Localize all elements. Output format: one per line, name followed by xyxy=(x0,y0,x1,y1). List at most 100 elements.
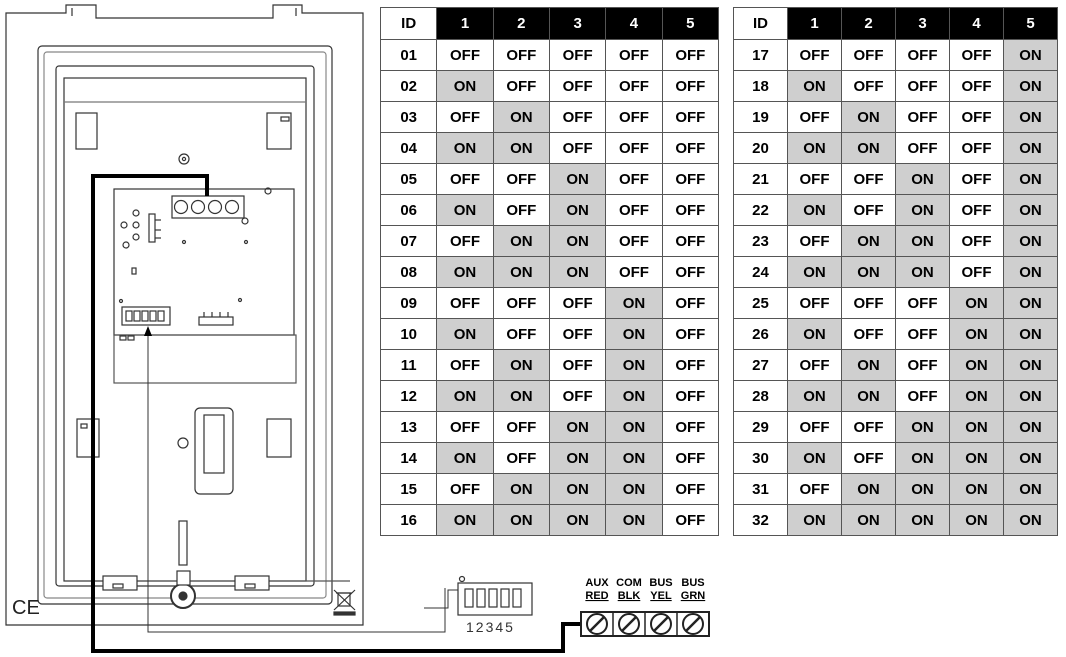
id-cell: 26 xyxy=(733,318,788,350)
switch-1-cell: ON xyxy=(436,70,494,102)
header-switch-4: 4 xyxy=(949,7,1004,40)
switch-1-cell: OFF xyxy=(436,287,494,319)
switch-4-cell: ON xyxy=(605,411,663,443)
switch-2-cell: ON xyxy=(492,504,550,536)
header-switch-2: 2 xyxy=(492,7,550,40)
switch-1-cell: ON xyxy=(436,194,494,226)
switch-1-cell: OFF xyxy=(436,349,494,381)
switch-3-cell: ON xyxy=(548,411,607,443)
id-cell: 04 xyxy=(379,132,438,164)
bottom-clip xyxy=(102,575,138,591)
id-cell: 15 xyxy=(379,473,438,505)
switch-5-cell: OFF xyxy=(661,504,720,536)
switch-3-cell: OFF xyxy=(548,132,607,164)
switch-2-cell: OFF xyxy=(841,442,896,474)
switch-5-cell: ON xyxy=(1003,473,1058,505)
switch-2-cell: ON xyxy=(841,473,896,505)
switch-3-cell: OFF xyxy=(895,39,950,71)
switch-5-cell: ON xyxy=(1003,132,1058,164)
id-cell: 24 xyxy=(733,256,788,288)
id-cell: 27 xyxy=(733,349,788,381)
switch-1-cell: OFF xyxy=(436,39,494,71)
switch-1-cell: ON xyxy=(787,194,842,226)
switch-4-cell: ON xyxy=(605,349,663,381)
switch-3-cell: ON xyxy=(895,163,950,195)
switch-3-cell: ON xyxy=(895,225,950,257)
lens-window xyxy=(194,407,234,495)
id-cell: 13 xyxy=(379,411,438,443)
switch-5-cell: OFF xyxy=(661,39,720,71)
switch-5-cell: OFF xyxy=(661,318,720,350)
id-cell: 31 xyxy=(733,473,788,505)
switch-3-cell: ON xyxy=(895,473,950,505)
switch-4-cell: OFF xyxy=(949,225,1004,257)
switch-5-cell: OFF xyxy=(661,442,720,474)
switch-4-cell: ON xyxy=(949,411,1004,443)
switch-1-cell: ON xyxy=(787,318,842,350)
switch-4-cell: ON xyxy=(605,473,663,505)
switch-4-cell: ON xyxy=(949,442,1004,474)
switch-3-cell: OFF xyxy=(548,70,607,102)
switch-1-cell: OFF xyxy=(787,287,842,319)
switch-4-cell: OFF xyxy=(949,39,1004,71)
switch-4-cell: ON xyxy=(605,287,663,319)
mount-tab xyxy=(76,418,100,458)
switch-1-cell: OFF xyxy=(436,225,494,257)
switch-2-cell: ON xyxy=(841,504,896,536)
switch-3-cell: ON xyxy=(548,194,607,226)
switch-3-cell: OFF xyxy=(895,132,950,164)
mount-tab xyxy=(266,418,292,458)
switch-4-cell: ON xyxy=(949,504,1004,536)
header-switch-1: 1 xyxy=(436,7,494,40)
switch-1-cell: OFF xyxy=(436,473,494,505)
id-cell: 11 xyxy=(379,349,438,381)
switch-1-cell: ON xyxy=(436,132,494,164)
switch-5-cell: OFF xyxy=(661,70,720,102)
switch-2-cell: ON xyxy=(492,473,550,505)
switch-2-cell: ON xyxy=(492,380,550,412)
id-cell: 28 xyxy=(733,380,788,412)
switch-5-cell: OFF xyxy=(661,225,720,257)
dip-callout-line xyxy=(147,334,446,633)
mount-tab xyxy=(266,112,292,150)
switch-3-cell: OFF xyxy=(548,39,607,71)
switch-1-cell: ON xyxy=(787,442,842,474)
switch-5-cell: ON xyxy=(1003,194,1058,226)
switch-5-cell: ON xyxy=(1003,411,1058,443)
switch-2-cell: OFF xyxy=(841,39,896,71)
switch-4-cell: OFF xyxy=(949,101,1004,133)
switch-1-cell: OFF xyxy=(787,39,842,71)
dip-switch-detail xyxy=(457,575,533,616)
id-cell: 08 xyxy=(379,256,438,288)
switch-4-cell: OFF xyxy=(605,70,663,102)
switch-2-cell: OFF xyxy=(841,70,896,102)
bottom-clip xyxy=(234,575,270,591)
switch-3-cell: OFF xyxy=(548,349,607,381)
switch-1-cell: ON xyxy=(787,504,842,536)
terminal-label-bottom: YEL xyxy=(650,590,672,602)
terminal-label-bottom: BLK xyxy=(618,590,641,602)
id-cell: 21 xyxy=(733,163,788,195)
switch-3-cell: ON xyxy=(548,225,607,257)
pcb-dip-switch xyxy=(121,306,171,326)
header-switch-3: 3 xyxy=(895,7,950,40)
switch-2-cell: ON xyxy=(492,349,550,381)
switch-4-cell: OFF xyxy=(605,225,663,257)
switch-2-cell: OFF xyxy=(841,411,896,443)
switch-3-cell: OFF xyxy=(895,318,950,350)
id-cell: 14 xyxy=(379,442,438,474)
switch-5-cell: ON xyxy=(1003,318,1058,350)
switch-4-cell: ON xyxy=(949,473,1004,505)
